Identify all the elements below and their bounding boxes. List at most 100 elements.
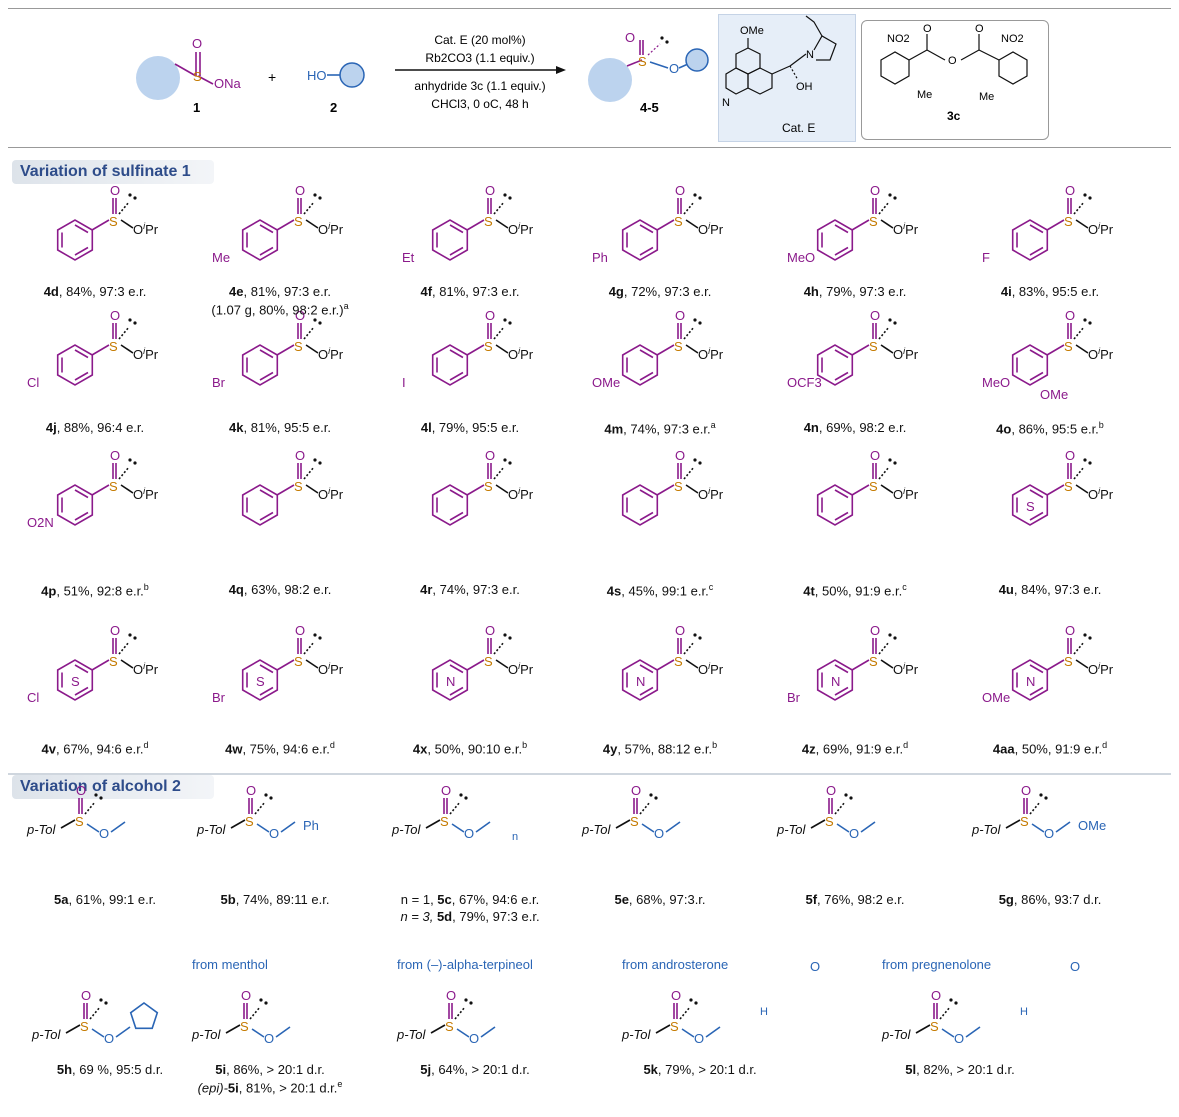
aryl-s-bond bbox=[466, 484, 485, 496]
anhydride-structure: O O O NO2 NO2 Me Me 3c bbox=[880, 23, 1028, 123]
row5-ptol-5e: p-Tol bbox=[581, 822, 612, 837]
row6-caption-5i: 5i, 86%, > 20:1 d.r. bbox=[215, 1062, 325, 1077]
row6-ptol-5j: p-Tol bbox=[396, 1027, 427, 1042]
lone-pair-dot bbox=[649, 793, 653, 797]
ring-double-bond bbox=[74, 489, 89, 499]
row1-caption-4f: 4f, 81%, 97:3 e.r. bbox=[420, 284, 520, 299]
so-bond bbox=[251, 1028, 265, 1038]
o-r-bond bbox=[705, 1026, 721, 1038]
row1-sulfur-4g: S bbox=[674, 214, 683, 229]
lone-pair-dot bbox=[698, 321, 702, 325]
row4-heteroatom-4v: S bbox=[71, 674, 80, 689]
row5-o-5c: O bbox=[464, 826, 474, 841]
catalyst-ome: OMe bbox=[740, 25, 764, 37]
row1-substituent-4g: Ph bbox=[592, 250, 608, 265]
row5-o-5b: O bbox=[269, 826, 279, 841]
ring-double-bond bbox=[74, 349, 89, 359]
lone-pair-wedge bbox=[679, 1006, 691, 1020]
ring-double-bond bbox=[639, 686, 654, 696]
so-bond bbox=[1075, 659, 1089, 669]
lone-pair-dot bbox=[693, 633, 697, 637]
row3-oipr-4p: OiPr bbox=[133, 486, 159, 502]
row1-oipr-4d: OiPr bbox=[133, 221, 159, 237]
sulfinyl-oxo: O bbox=[110, 308, 120, 323]
ring-double-bond bbox=[639, 511, 654, 521]
sulfinyl-oxo: O bbox=[76, 783, 86, 798]
row6-caption-5j: 5j, 64%, > 20:1 d.r. bbox=[420, 1062, 530, 1077]
row3-caption-4r: 4r, 74%, 97:3 e.r. bbox=[420, 582, 520, 597]
row5-ptol-5a: p-Tol bbox=[26, 822, 57, 837]
row2-sulfur-4l: S bbox=[484, 339, 493, 354]
catalyst-label: Cat. E bbox=[782, 121, 815, 135]
lone-pair-dot bbox=[1083, 633, 1087, 637]
row5-ptol-5f: p-Tol bbox=[776, 822, 807, 837]
lone-pair-dot bbox=[459, 793, 463, 797]
row3-sulfur-4q: S bbox=[294, 479, 303, 494]
so-bond bbox=[685, 659, 699, 669]
label-2: 2 bbox=[330, 100, 337, 115]
row1-caption-4e: 4e, 81%, 97:3 e.r. bbox=[229, 284, 331, 299]
aryl-s-bond bbox=[656, 219, 675, 231]
ring-double-bond bbox=[1029, 664, 1044, 674]
row6-sulfur-5k: S bbox=[670, 1019, 679, 1034]
row2-ring-4m bbox=[621, 344, 659, 386]
row4-oipr-4v: OiPr bbox=[133, 661, 159, 677]
cond-2: Rb2CO3 (1.1 equiv.) bbox=[425, 51, 534, 65]
ring-double-bond bbox=[449, 349, 464, 359]
lone-pair-dot bbox=[693, 318, 697, 322]
row6-caption-5h: 5h, 69 %, 95:5 d.r. bbox=[56, 1062, 164, 1077]
product-oxo: O bbox=[625, 30, 635, 45]
row3-heteroatom-4u: S bbox=[1026, 499, 1035, 514]
tol-s-bond bbox=[60, 819, 76, 829]
row6-caption-5l: 5l, 82%, > 20:1 d.r. bbox=[905, 1062, 1015, 1077]
lone-pair-wedge bbox=[1073, 466, 1085, 480]
so-bond bbox=[456, 1028, 470, 1038]
so-bond bbox=[1031, 823, 1045, 833]
sulfinyl-oxo: O bbox=[675, 183, 685, 198]
row5-caption-5a: 5a, 61%, 99:1 e.r. bbox=[54, 892, 156, 907]
catalyst-oh: OH bbox=[796, 81, 813, 93]
aryl-s-bond bbox=[851, 484, 870, 496]
row4-substituent-4aa: OMe bbox=[982, 690, 1010, 705]
ring-double-bond bbox=[259, 489, 274, 499]
lone-pair-dot bbox=[893, 461, 897, 465]
row5-o-5g: O bbox=[1044, 826, 1054, 841]
lone-pair-dot bbox=[1088, 636, 1092, 640]
lone-pair-dot bbox=[893, 636, 897, 640]
anhydride-me-left: Me bbox=[917, 89, 932, 101]
lone-pair-wedge bbox=[683, 326, 695, 340]
row4-caption-4aa: 4aa, 50%, 91:9 e.r.d bbox=[992, 740, 1108, 757]
lone-pair-wedge bbox=[454, 1006, 466, 1020]
tol-s-bond bbox=[425, 819, 441, 829]
row5-ring-n-5c: n bbox=[512, 831, 518, 843]
tol-s-bond bbox=[65, 1024, 81, 1034]
lone-pair-wedge bbox=[89, 1006, 101, 1020]
o-r-bond bbox=[480, 1026, 496, 1038]
row2-caption-4n: 4n, 69%, 98:2 e.r. bbox=[803, 420, 907, 435]
ring-double-bond bbox=[259, 664, 274, 674]
ring-double-bond bbox=[74, 686, 89, 696]
lone-pair-wedge bbox=[254, 801, 266, 815]
sulfinyl-oxo: O bbox=[485, 308, 495, 323]
row6-ketone-5l: O bbox=[1070, 959, 1080, 974]
row5-caption-5b: 5b, 74%, 89:11 e.r. bbox=[220, 892, 330, 907]
sulfinyl-oxo: O bbox=[485, 448, 495, 463]
row6-note-5i: from menthol bbox=[192, 957, 268, 972]
row5-o-5a: O bbox=[99, 826, 109, 841]
lone-pair-dot bbox=[313, 193, 317, 197]
lone-pair-dot bbox=[949, 998, 953, 1002]
alcohol-circle bbox=[339, 62, 365, 88]
tol-s-bond bbox=[915, 1024, 931, 1034]
row3-caption-4p: 4p, 51%, 92:8 e.r.b bbox=[41, 582, 149, 599]
lone-pair-dot bbox=[133, 196, 137, 200]
so-bond bbox=[685, 484, 699, 494]
row3-caption-4u: 4u, 84%, 97:3 e.r. bbox=[998, 582, 1102, 597]
aryl-s-bond bbox=[276, 484, 295, 496]
ring-double-bond bbox=[834, 349, 849, 359]
row3-sulfur-4t: S bbox=[869, 479, 878, 494]
row3-substituent-4p: O2N bbox=[27, 515, 54, 530]
so-bond bbox=[120, 219, 134, 229]
lone-pair-dot bbox=[133, 636, 137, 640]
aryl-s-bond bbox=[276, 659, 295, 671]
row1-substituent-4e: Me bbox=[212, 250, 230, 265]
